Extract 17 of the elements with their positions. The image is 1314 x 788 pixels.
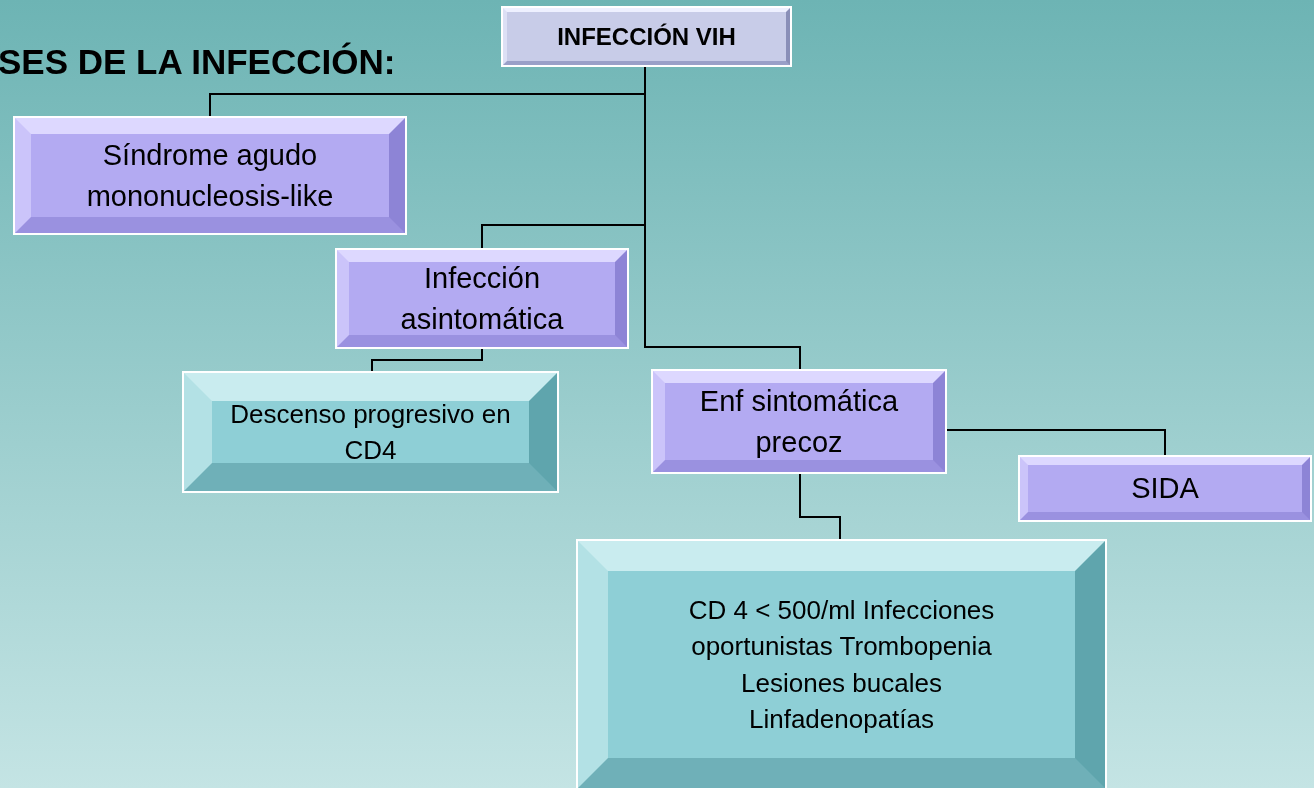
process-box: [15, 118, 405, 233]
process-box: [184, 373, 557, 491]
process-box: [1020, 457, 1310, 520]
connector-line: [944, 429, 1166, 458]
connector-line: [371, 346, 483, 374]
box-label: Enf sintomática precoz: [698, 383, 900, 460]
process-box: [503, 8, 790, 65]
box-label: Infección asintomática: [399, 260, 565, 337]
connector-line: [799, 471, 841, 542]
process-box: [578, 541, 1105, 788]
box-label: SIDA: [1131, 471, 1199, 507]
process-box: [337, 250, 627, 347]
box-label: INFECCIÓN VIH: [557, 21, 736, 52]
process-box: [653, 371, 945, 472]
box-label: Descenso progresivo en CD4: [229, 397, 512, 467]
box-label: Síndrome agudo mononucleosis-like: [85, 137, 335, 214]
box-label: CD 4 < 500/ml Infecciones oportunistas Trombopenia Lesiones bucales Linfadenopatías: [687, 593, 996, 736]
